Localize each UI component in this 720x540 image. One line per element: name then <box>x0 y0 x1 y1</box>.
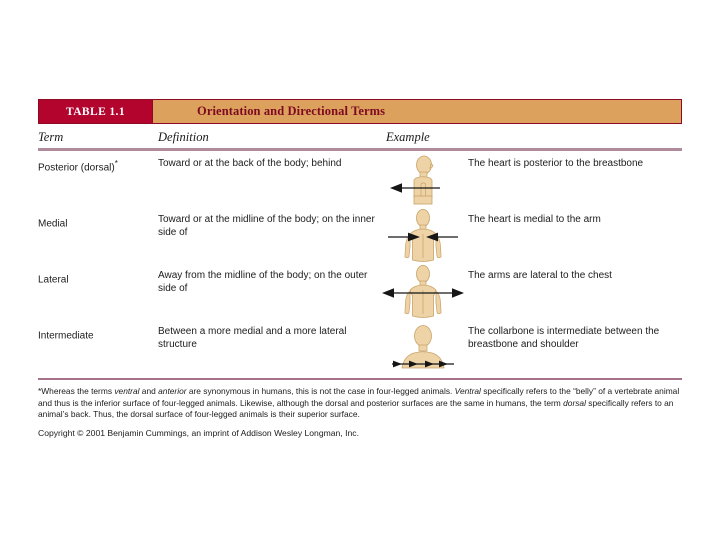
footnote-text: *Whereas the terms ventral and anterior … <box>38 386 686 421</box>
table-row: Posterior (dorsal)* Toward or at the bac… <box>38 152 682 208</box>
cell-definition: Away from the midline of the body; on th… <box>158 270 368 294</box>
table-title-band: Orientation and Directional Terms <box>153 99 682 124</box>
cell-example: The heart is posterior to the breastbone <box>468 158 644 169</box>
footnote-italic-dorsal: dorsal <box>563 397 586 408</box>
cell-definition: Toward or at the back of the body; behin… <box>158 158 342 169</box>
figure-human-body-front-view-lateral <box>380 264 466 320</box>
cell-term: Intermediate <box>38 326 156 343</box>
term-text: Medial <box>38 218 68 230</box>
table-row: Lateral Away from the midline of the bod… <box>38 264 682 320</box>
cell-definition: Between a more medial and a more lateral… <box>158 326 347 350</box>
footnote-part-1: Whereas the terms <box>41 386 115 396</box>
body-front-view <box>404 264 442 318</box>
column-header-term: Term <box>38 130 64 144</box>
table-body: Posterior (dorsal)* Toward or at the bac… <box>38 152 682 376</box>
table-number-block: TABLE 1.1 <box>38 99 153 124</box>
body-side-view <box>413 155 434 205</box>
copyright-line: Copyright © 2001 Benjamin Cummings, an i… <box>38 428 359 438</box>
column-header-definition: Definition <box>158 130 209 144</box>
arrows-outward <box>382 288 464 298</box>
figure-human-shoulders-intermediate <box>380 320 466 376</box>
footnote-marker: * <box>38 386 42 396</box>
column-header-example: Example <box>386 130 430 144</box>
cell-example: The heart is medial to the arm <box>468 214 601 225</box>
intermediate-figure-svg <box>392 325 454 369</box>
footnote-part-3: are synonymous in humans, this is not th… <box>186 386 455 396</box>
table-header-bar: TABLE 1.1 Orientation and Directional Te… <box>38 99 682 124</box>
table-title-label: Orientation and Directional Terms <box>197 104 386 118</box>
footnote-italic-ventral-2: Ventral <box>454 386 481 396</box>
lateral-figure-svg <box>382 264 464 318</box>
footnote-part-5: specifically refers to an animal’s back.… <box>38 397 674 420</box>
figure-human-body-side-view <box>380 152 466 208</box>
column-headers-row: Term Definition Example <box>38 130 682 146</box>
cell-definition: Toward or at the midline of the body; on… <box>158 214 375 238</box>
term-text: Intermediate <box>38 330 94 342</box>
term-footnote-marker: * <box>114 159 118 168</box>
arrows-sequence <box>392 360 454 368</box>
cell-term: Posterior (dorsal)* <box>38 158 156 175</box>
arrow-left <box>390 183 440 193</box>
medial-figure-svg <box>388 208 458 262</box>
footnote-part-4: specifically refers to the “belly” of a … <box>38 386 680 408</box>
table-row: Medial Toward or at the midline of the b… <box>38 208 682 264</box>
footnote-italic-ventral: ventral <box>114 386 140 396</box>
cell-example: The collarbone is intermediate between t… <box>468 326 660 350</box>
footnote-divider-rule <box>38 378 682 380</box>
figure-human-body-front-view-medial <box>380 208 466 264</box>
footnote-italic-anterior: anterior <box>158 386 187 396</box>
footnote-part-2: and <box>139 386 159 396</box>
header-divider-rule <box>38 148 682 151</box>
posterior-figure-svg <box>390 155 440 205</box>
body-head-shoulders <box>401 325 445 369</box>
cell-term: Medial <box>38 214 156 231</box>
table-row: Intermediate Between a more medial and a… <box>38 320 682 376</box>
cell-example: The arms are lateral to the chest <box>468 270 612 281</box>
table-number-label: TABLE 1.1 <box>66 105 125 118</box>
term-text: Lateral <box>38 274 69 286</box>
arrows-inward <box>388 232 458 242</box>
term-text: Posterior (dorsal) <box>38 162 115 174</box>
cell-term: Lateral <box>38 270 156 287</box>
